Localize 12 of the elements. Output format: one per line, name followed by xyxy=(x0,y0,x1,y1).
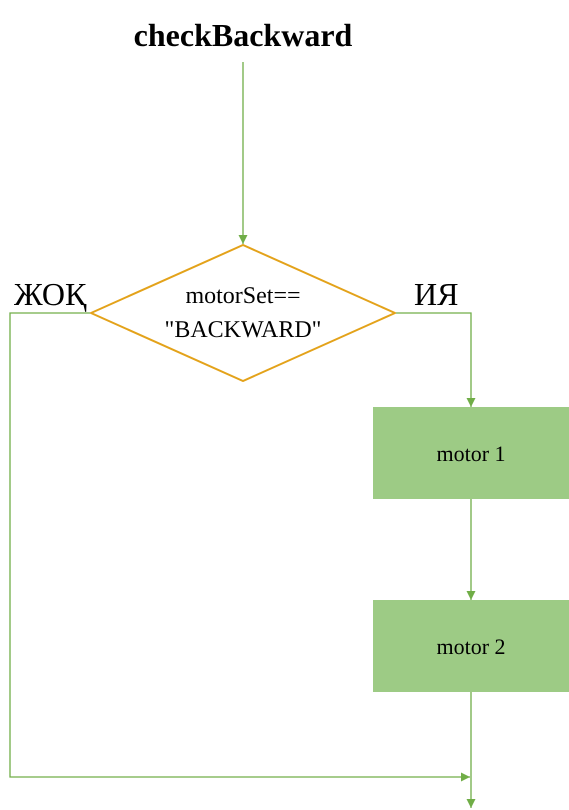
arrow xyxy=(466,499,476,600)
process-box xyxy=(373,600,569,692)
arrow xyxy=(466,692,476,808)
decision-diamond xyxy=(90,244,396,382)
process-box xyxy=(373,407,569,499)
condition-text: motorSet== "BACKWARD" xyxy=(164,282,322,345)
title-text: checkBackward xyxy=(134,16,352,55)
arrow xyxy=(9,312,470,782)
process-text: motor 2 xyxy=(436,632,506,660)
arrow xyxy=(238,62,248,244)
process-text: motor 1 xyxy=(436,440,506,468)
arrow xyxy=(396,312,476,407)
